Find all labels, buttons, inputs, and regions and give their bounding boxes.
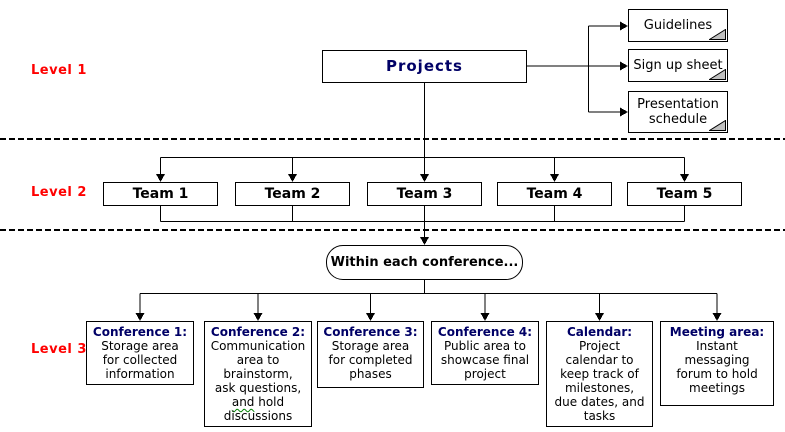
team-2-label: Team 2 — [264, 186, 321, 202]
document-presentation-schedule-label: Presentation schedule — [637, 97, 719, 127]
conference-3-title: Conference 3: — [323, 325, 418, 339]
conference-4-box: Conference 4: Public area to showcase fi… — [431, 321, 539, 385]
level-1-label: Level 1 — [31, 63, 87, 78]
team-5-label: Team 5 — [656, 186, 713, 202]
team-box-5: Team 5 — [627, 182, 742, 206]
conference-bubble-label: Within each conference... — [330, 255, 519, 270]
document-presentation-schedule: Presentation schedule — [628, 91, 728, 133]
level-2-label: Level 2 — [31, 185, 87, 200]
meeting-area-box: Meeting area: Instant messaging forum to… — [660, 321, 774, 406]
conference-2-body-pre: Communication area to brainstorm, ask qu… — [210, 339, 306, 395]
document-guidelines: Guidelines — [628, 9, 728, 42]
grammar-squiggle-text: and — [231, 395, 255, 409]
team-box-4: Team 4 — [497, 182, 612, 206]
team-box-3: Team 3 — [367, 182, 482, 206]
projects-box: Projects — [322, 50, 527, 83]
conference-1-box: Conference 1: Storage area for collected… — [86, 321, 194, 385]
calendar-title: Calendar: — [566, 325, 633, 339]
conference-4-body: Public area to showcase final project — [440, 339, 530, 381]
conference-2-body: Communication area to brainstorm, ask qu… — [211, 339, 306, 423]
team-box-1: Team 1 — [103, 182, 218, 206]
document-sign-up-sheet: Sign up sheet — [628, 49, 728, 82]
team-box-2: Team 2 — [235, 182, 350, 206]
page-curl-icon — [709, 29, 726, 40]
conference-3-box: Conference 3: Storage area for completed… — [317, 321, 424, 388]
conference-3-body: Storage area for completed phases — [328, 339, 413, 381]
meeting-area-body: Instant messaging forum to hold meetings — [676, 339, 758, 395]
conference-bubble: Within each conference... — [326, 245, 523, 280]
conference-1-title: Conference 1: — [92, 325, 188, 339]
team-3-label: Team 3 — [396, 186, 453, 202]
projects-label: Projects — [385, 57, 463, 75]
meeting-area-title: Meeting area: — [669, 325, 765, 339]
team-4-label: Team 4 — [526, 186, 583, 202]
document-guidelines-label: Guidelines — [643, 18, 713, 33]
team-1-label: Team 1 — [132, 186, 189, 202]
conference-2-body-post: hold discussions — [223, 395, 293, 423]
conference-2-title: Conference 2: — [210, 325, 306, 339]
level-3-label: Level 3 — [31, 342, 87, 357]
conference-1-body: Storage area for collected information — [101, 339, 179, 381]
page-curl-icon — [709, 69, 726, 80]
conference-2-box: Conference 2: Communication area to brai… — [204, 321, 312, 427]
calendar-box: Calendar: Project calendar to keep track… — [546, 321, 653, 427]
page-curl-icon — [709, 120, 726, 131]
calendar-body: Project calendar to keep track of milest… — [554, 339, 645, 423]
document-sign-up-sheet-label: Sign up sheet — [633, 58, 723, 73]
conference-4-title: Conference 4: — [437, 325, 533, 339]
